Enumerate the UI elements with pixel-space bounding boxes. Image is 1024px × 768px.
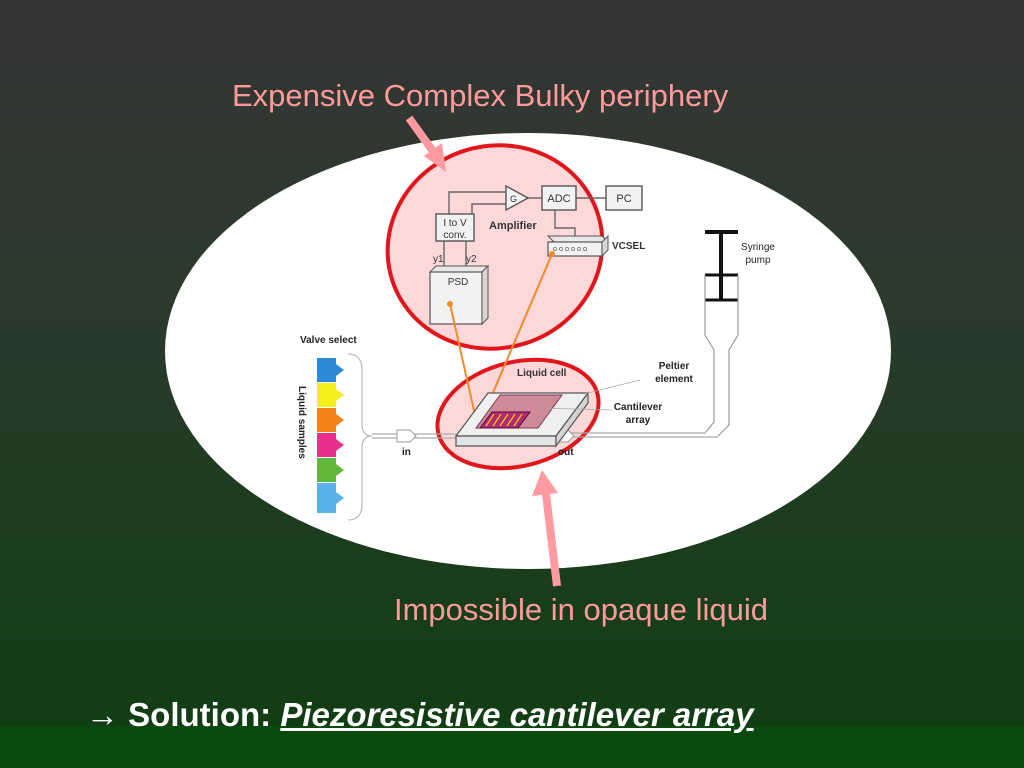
callout-arrow-top — [405, 115, 446, 172]
valve-select-label: Valve select — [300, 335, 357, 346]
valve-5 — [317, 458, 336, 482]
amplifier-label: Amplifier — [489, 220, 537, 232]
i-to-v-label-line2: conv. — [443, 230, 466, 241]
in-label: in — [402, 447, 411, 458]
peltier-label-line1: Peltier — [659, 361, 690, 372]
valve-2 — [317, 383, 336, 407]
i-to-v-label-line1: I to V — [443, 218, 467, 229]
valve-3 — [317, 408, 336, 432]
footer-band — [0, 726, 1024, 768]
valve-6-arrow — [336, 492, 344, 504]
syringe-pump — [704, 230, 739, 437]
g-label: G — [510, 194, 517, 204]
pc-label: PC — [616, 193, 631, 205]
valve-3-arrow — [336, 414, 344, 426]
cantilever-label-line2: array — [626, 415, 651, 426]
valve-4 — [317, 433, 336, 457]
liquid-cell-label: Liquid cell — [517, 368, 567, 379]
valve-4-arrow — [336, 439, 344, 451]
adc-box — [541, 185, 577, 211]
pc-box — [605, 185, 643, 211]
in-flow-arrow — [396, 429, 417, 443]
solution-line: → Solution: Piezoresistive cantilever ar… — [86, 696, 754, 734]
psd-label: PSD — [448, 277, 469, 288]
valve-1 — [317, 358, 336, 382]
periphery-callout: Expensive Complex Bulky periphery — [232, 78, 729, 113]
psd-device — [428, 264, 490, 326]
opaque-liquid-callout: Impossible in opaque liquid — [394, 592, 768, 627]
diagram-ellipse — [165, 133, 891, 569]
syringe-label-line2: pump — [745, 255, 770, 266]
valve-stack — [317, 358, 344, 513]
vcsel-laser-spot — [549, 251, 555, 257]
syringe-label-line1: Syringe — [741, 242, 775, 253]
adc-label: ADC — [547, 193, 570, 205]
cantilevers — [485, 413, 523, 427]
valve-brace — [347, 353, 373, 521]
peltier-label-line2: element — [655, 374, 693, 385]
valve-2-arrow — [336, 389, 344, 401]
solution-emphasis: Piezoresistive cantilever array — [280, 696, 754, 733]
i-to-v-converter-box — [435, 213, 475, 242]
label-pointers — [539, 379, 641, 411]
y2-label: y2 — [466, 254, 477, 265]
y1-label: y1 — [433, 254, 444, 265]
callout-arrow-bottom — [532, 470, 561, 587]
solution-prefix: → Solution: — [86, 696, 272, 733]
valve-1-arrow — [336, 364, 344, 376]
cantilever-label-line1: Cantilever — [614, 402, 662, 413]
valve-6 — [317, 483, 336, 513]
out-label: out — [558, 447, 574, 458]
amplifier-triangle — [505, 184, 530, 212]
vcsel-device — [546, 234, 610, 258]
liquid-samples-label: Liquid samples — [296, 386, 307, 459]
psd-laser-spot — [447, 301, 453, 307]
valve-5-arrow — [336, 464, 344, 476]
vcsel-label: VCSEL — [612, 241, 645, 252]
fluid-lines — [372, 432, 718, 439]
